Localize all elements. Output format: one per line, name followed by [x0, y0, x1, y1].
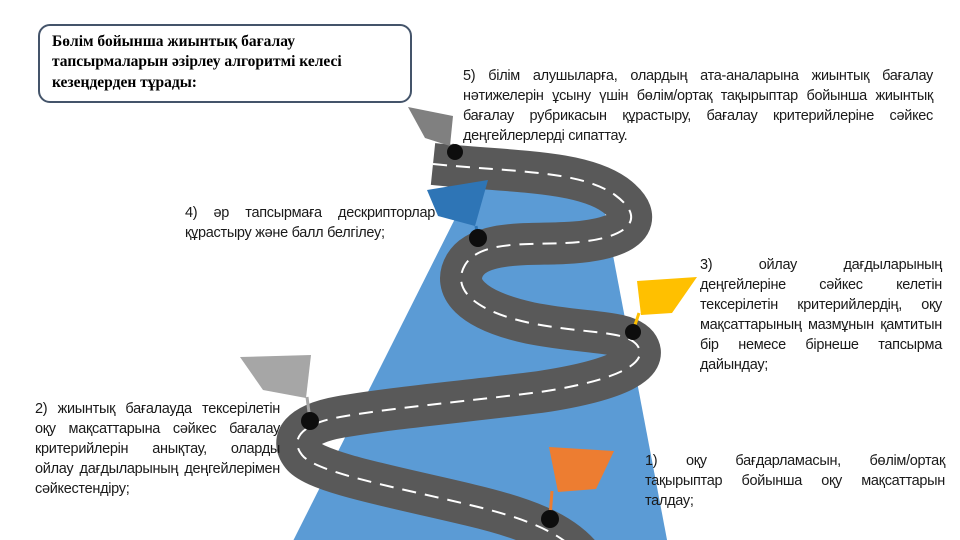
- step-3-text: 3) ойлау дағдыларының деңгейлеріне сәйке…: [700, 257, 942, 373]
- orange-flag-icon: [549, 447, 614, 492]
- light-gray-flag-icon: [240, 355, 311, 398]
- step-5-text: 5) білім алушыларға, олардың ата-аналары…: [463, 68, 933, 144]
- blue-flag-icon: [427, 180, 488, 226]
- yellow-flag-icon: [637, 277, 697, 315]
- dark-gray-flag-icon: [408, 107, 453, 146]
- step-4-text: 4) әр тапсырмаға дескрипторлар құрастыру…: [185, 205, 435, 241]
- road-center-line: [296, 163, 641, 540]
- slide-title: Бөлім бойынша жиынтық бағалау тапсырмала…: [38, 24, 412, 104]
- step-2-text: 2) жиынтық бағалауда тексерілетін оқу ма…: [35, 401, 280, 497]
- milestone-dot-5: [447, 144, 463, 160]
- milestone-dot-1: [541, 510, 559, 528]
- milestone-dot-2: [301, 412, 319, 430]
- step-1-text: 1) оқу бағдарламасын, бөлім/ортақ тақыры…: [645, 453, 945, 509]
- milestone-dot-4: [469, 229, 487, 247]
- milestone-dot-3: [625, 324, 641, 340]
